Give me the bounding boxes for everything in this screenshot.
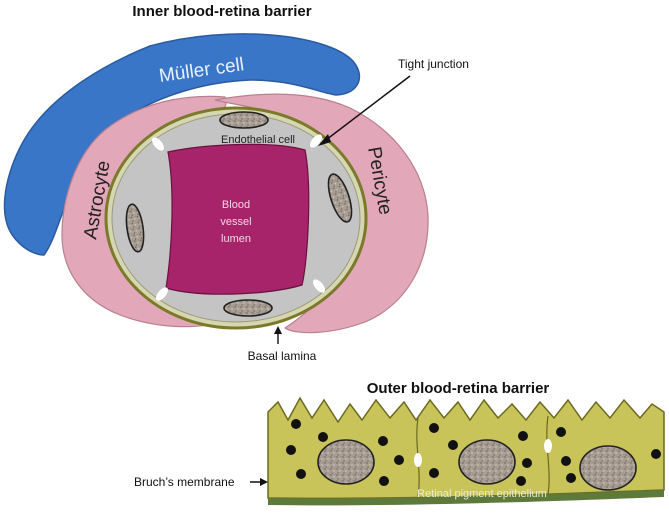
rpe-tight-junction-1 <box>414 453 422 467</box>
melanin-granule <box>429 423 439 433</box>
basal-lamina-label: Basal lamina <box>248 349 317 363</box>
rpe-tight-junction-2 <box>544 439 552 453</box>
melanin-granule <box>522 458 532 468</box>
lumen-label-2: vessel <box>220 216 251 228</box>
rpe-nucleus-2 <box>458 439 516 485</box>
melanin-granule <box>566 473 576 483</box>
tight-junction-bottom-left <box>156 287 168 301</box>
melanin-granule <box>296 469 306 479</box>
melanin-granule <box>429 468 439 478</box>
bruchs-membrane-band <box>268 490 664 506</box>
melanin-granule <box>518 431 528 441</box>
blood-vessel-lumen <box>165 143 310 295</box>
endothelial-nucleus-bottom <box>223 299 273 317</box>
melanin-granule <box>394 455 404 465</box>
inner-barrier-title: Inner blood-retina barrier <box>132 3 311 20</box>
melanin-granule <box>378 436 388 446</box>
outer-barrier-title: Outer blood-retina barrier <box>367 380 550 397</box>
rpe-label: Retinal pigment epithelium <box>417 488 547 500</box>
melanin-granule <box>318 432 328 442</box>
melanin-granule <box>651 449 661 459</box>
melanin-granule <box>561 456 571 466</box>
rpe-nucleus-1 <box>317 439 375 485</box>
tight-junction-top-right <box>310 134 322 148</box>
basal-lamina-arrowhead <box>274 326 282 334</box>
endothelial-nucleus-top <box>219 111 269 129</box>
rpe-nucleus-3 <box>579 445 637 491</box>
melanin-granule <box>556 427 566 437</box>
endothelial-nucleus-right <box>327 173 353 223</box>
melanin-granule <box>448 440 458 450</box>
bruchs-membrane-label: Bruch’s membrane <box>134 475 235 489</box>
melanin-granule <box>286 445 296 455</box>
lumen-label-1: Blood <box>222 199 250 211</box>
melanin-granule <box>379 476 389 486</box>
tight-junction-arrow <box>321 75 411 144</box>
tight-junction-label: Tight junction <box>398 57 469 71</box>
endothelial-cell-label: Endothelial cell <box>221 134 295 146</box>
endothelial-nucleus-left <box>125 203 145 253</box>
tight-junction-arrowhead <box>318 134 331 146</box>
tight-junction-bottom-right <box>313 279 325 293</box>
tight-junction-top-left <box>152 137 164 151</box>
melanin-granule <box>516 476 526 486</box>
rpe-cell-divider-2 <box>546 415 550 495</box>
bruchs-membrane-arrowhead <box>260 478 268 486</box>
melanin-granule <box>291 419 301 429</box>
melanin-granules <box>286 419 661 486</box>
lumen-label-3: lumen <box>221 233 251 245</box>
